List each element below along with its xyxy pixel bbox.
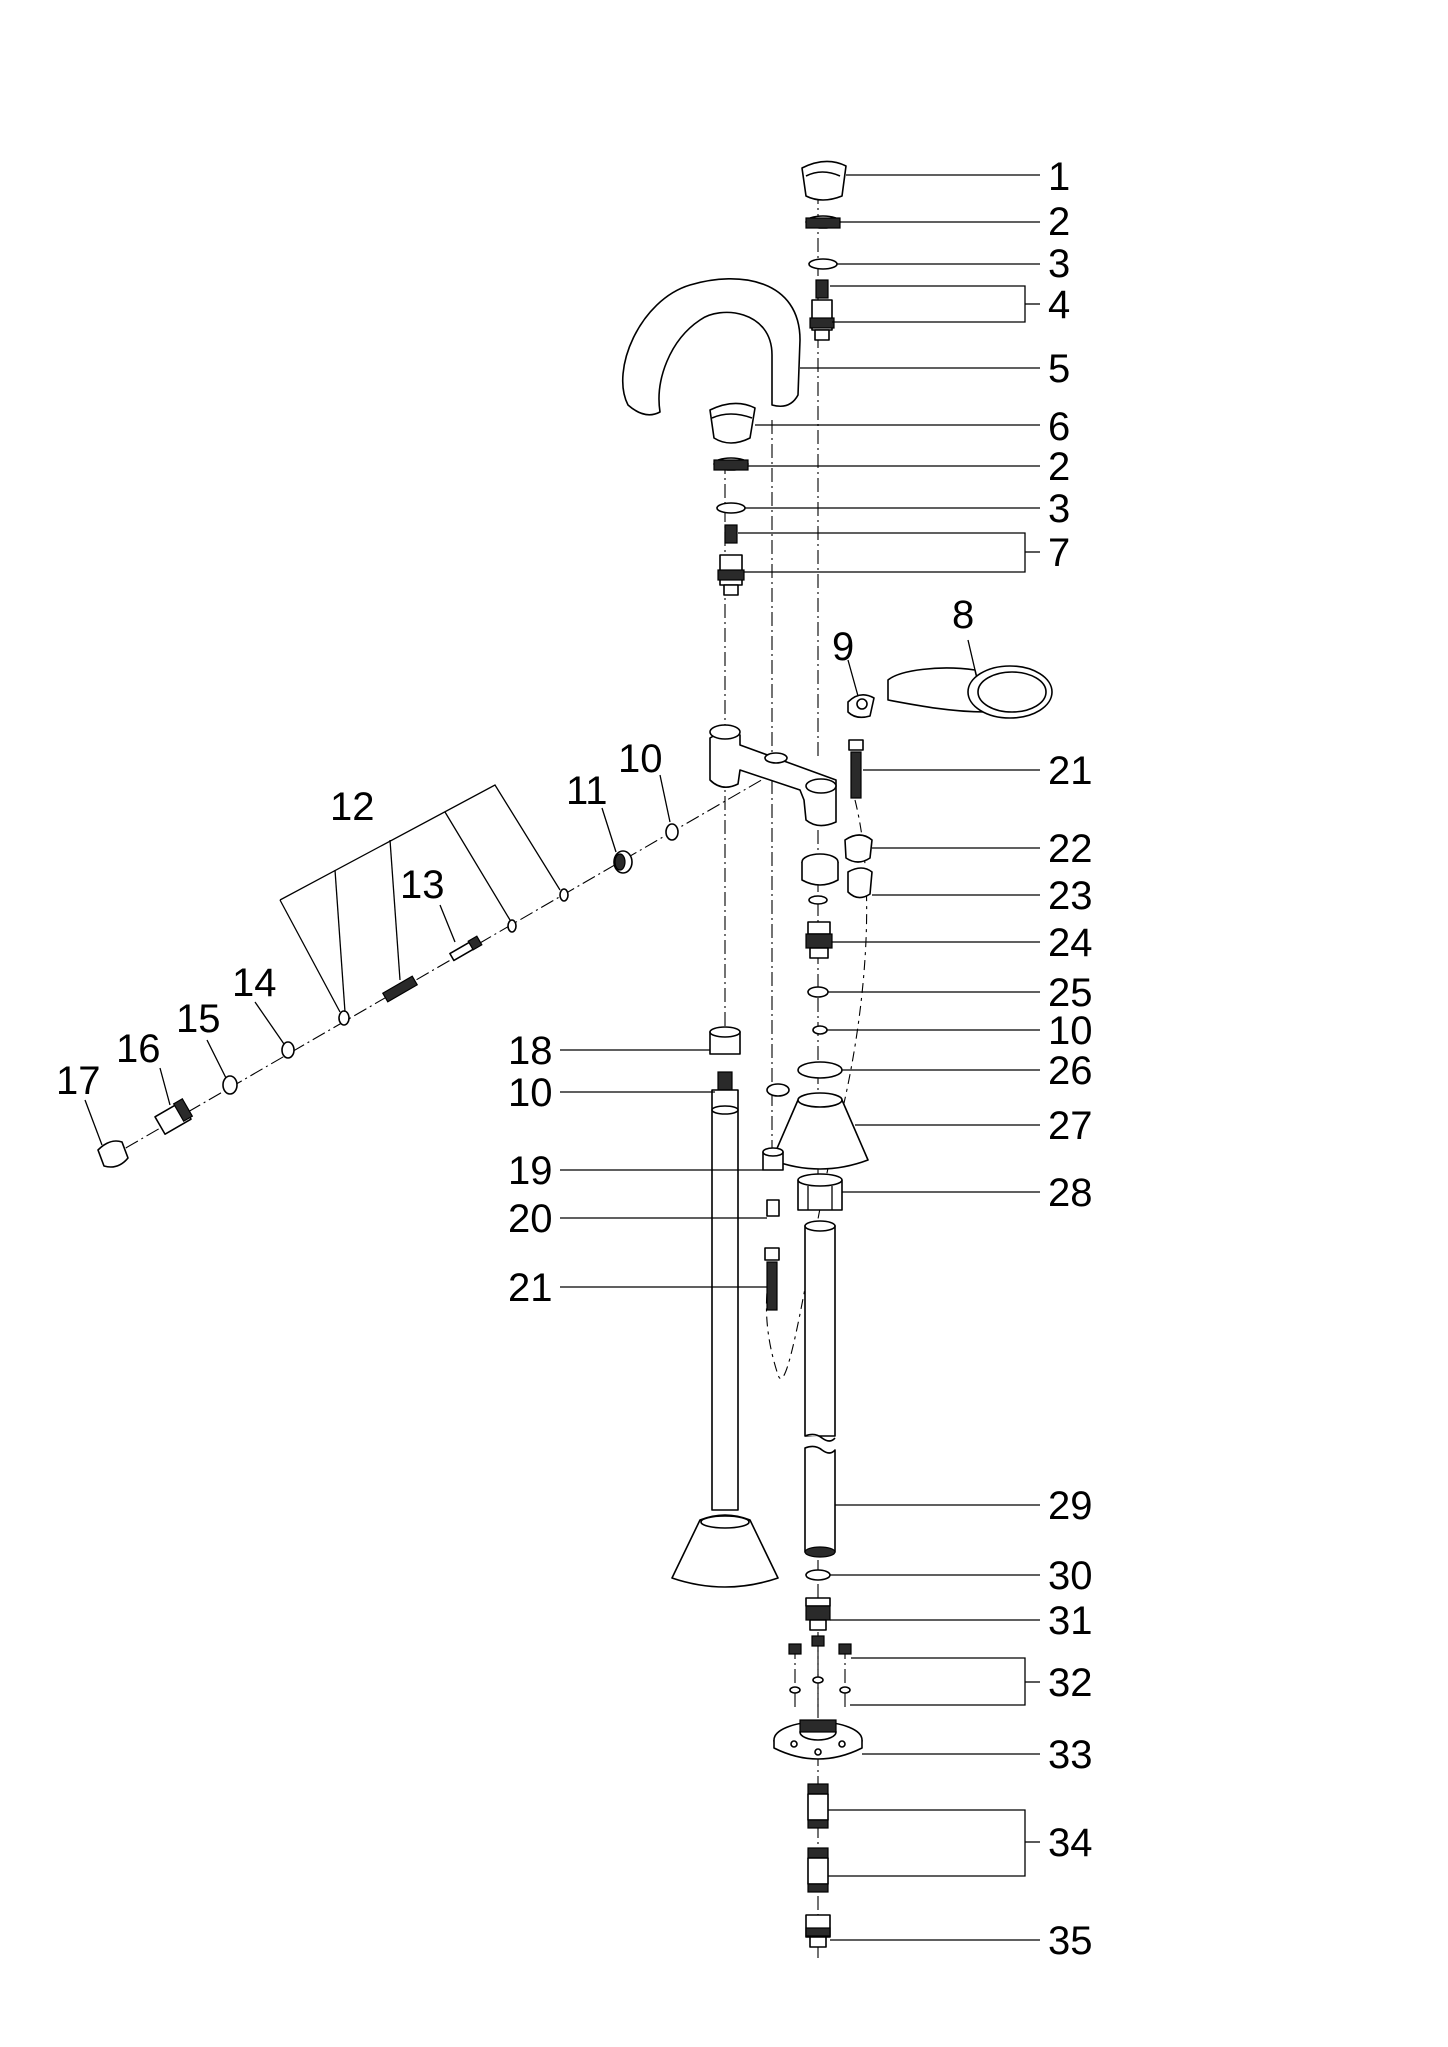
callout-17: 17	[56, 1059, 101, 1103]
part-19-nipple	[762, 1147, 784, 1171]
part-16-connector	[154, 1098, 194, 1135]
part-24-diverter	[805, 921, 833, 959]
callout-35: 35	[1048, 1919, 1093, 1963]
leader-lines	[84, 174, 1040, 1941]
callout-32: 32	[1048, 1661, 1093, 1705]
callout-1: 1	[1048, 155, 1070, 199]
callout-21: 21	[1048, 749, 1093, 793]
axis-lines	[104, 190, 846, 1960]
part-20-ring	[766, 1199, 780, 1217]
part-6-cap	[709, 402, 756, 444]
part-2-ring-top	[805, 215, 841, 229]
callout-18: 18	[508, 1029, 553, 1073]
part-27-rosette	[771, 1092, 869, 1170]
callout-34: 34	[1048, 1821, 1093, 1865]
callout-21: 21	[508, 1266, 553, 1310]
part-10-ring-left	[766, 1083, 790, 1097]
part-12-ring-a	[559, 888, 569, 902]
callout-19: 19	[508, 1149, 553, 1193]
part-31-nipple	[805, 1597, 831, 1631]
part-2-ring-mid	[713, 457, 749, 471]
part-26-oring	[797, 1061, 843, 1079]
callout-31: 31	[1048, 1599, 1093, 1643]
part-5-spout	[622, 278, 801, 416]
part-1-cap	[801, 160, 847, 201]
callout-3: 3	[1048, 242, 1070, 286]
part-18-sleeve	[709, 1026, 741, 1055]
part-12-spring	[381, 975, 419, 1003]
callout-28: 28	[1048, 1171, 1093, 1215]
callout-10: 10	[618, 737, 663, 781]
callout-10: 10	[1048, 1009, 1093, 1053]
callout-12: 12	[330, 785, 375, 829]
callout-11: 11	[566, 769, 608, 813]
callout-3: 3	[1048, 487, 1070, 531]
part-21-hose-end-top	[848, 739, 864, 799]
part-11-nut	[613, 850, 633, 874]
part-30-oring	[805, 1569, 831, 1581]
part-34-extension-a	[807, 1783, 829, 1829]
callout-20: 20	[508, 1197, 553, 1241]
part-3-oring-mid	[716, 502, 746, 514]
part-29-pipe	[804, 1220, 836, 1558]
part-28-nut	[797, 1173, 843, 1211]
callout-2: 2	[1048, 200, 1070, 244]
callout-10: 10	[508, 1071, 553, 1115]
callout-29: 29	[1048, 1484, 1093, 1528]
part-32-screws	[788, 1635, 852, 1694]
part-8-hand-shower	[887, 665, 1053, 719]
callout-33: 33	[1048, 1733, 1093, 1777]
part-14-oring	[281, 1041, 295, 1059]
callout-7: 7	[1048, 531, 1070, 575]
callout-9: 9	[832, 625, 854, 669]
hose-path	[765, 799, 868, 1379]
part-9-connector	[847, 694, 875, 719]
callout-25: 25	[1048, 971, 1093, 1015]
part-25-oring	[807, 986, 829, 998]
part-35-fitting	[805, 1914, 831, 1948]
part-33-flange	[773, 1719, 863, 1760]
part-23-ring	[808, 895, 828, 905]
mixer-body	[709, 724, 837, 827]
part-17-cap	[97, 1140, 129, 1168]
part-4-cartridge	[809, 279, 835, 341]
part-21-hose-end-bottom	[764, 1247, 780, 1311]
part-10-ring-right	[812, 1025, 828, 1035]
callout-5: 5	[1048, 347, 1070, 391]
part-34-extension-b	[807, 1847, 829, 1893]
part-22-clip	[844, 834, 873, 863]
part-7-cartridge	[717, 524, 745, 596]
part-13-stem	[449, 935, 483, 962]
callout-22: 22	[1048, 827, 1093, 871]
callout-2: 2	[1048, 445, 1070, 489]
left-stand-column	[671, 1071, 779, 1588]
callout-30: 30	[1048, 1554, 1093, 1598]
part-15-oring	[222, 1075, 238, 1095]
callout-4: 4	[1048, 283, 1070, 327]
part-12-ring-c	[338, 1010, 350, 1026]
part-23-holder	[801, 853, 873, 899]
callout-14: 14	[232, 961, 277, 1005]
part-12-ring-b	[507, 919, 517, 933]
part-10-ring-side	[665, 823, 679, 841]
callout-6: 6	[1048, 405, 1070, 449]
callout-16: 16	[116, 1027, 161, 1071]
callout-27: 27	[1048, 1104, 1093, 1148]
callout-13: 13	[400, 863, 445, 907]
callout-23: 23	[1048, 874, 1093, 918]
callout-15: 15	[176, 997, 221, 1041]
callout-24: 24	[1048, 921, 1093, 965]
callout-26: 26	[1048, 1049, 1093, 1093]
callout-8: 8	[952, 593, 974, 637]
part-3-oring-top	[808, 258, 838, 270]
callout-labels: 1 2 3 4 5 6 2 3 7 8 9 21 10 11 12 13 14 …	[56, 155, 1093, 1963]
